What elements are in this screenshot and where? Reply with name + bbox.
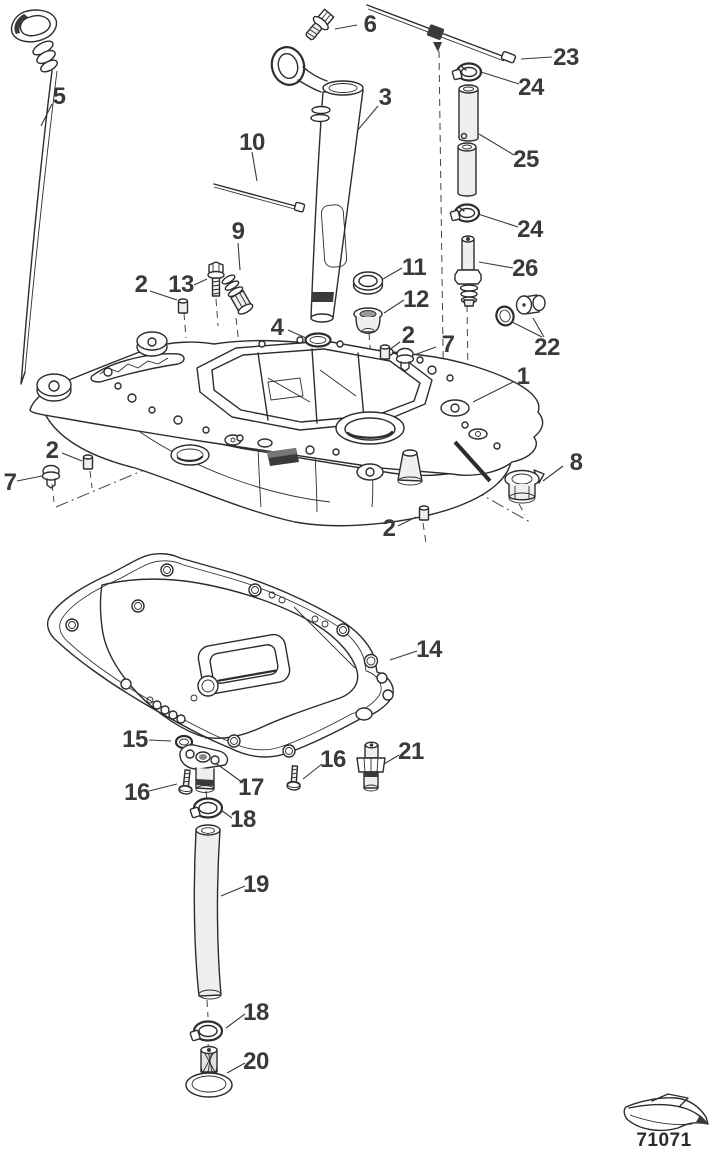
- part-plug-2-c: [82, 454, 94, 470]
- part-fitting-21: [356, 741, 386, 792]
- callout-9: 9: [231, 218, 245, 245]
- part-grommet-12: [353, 307, 383, 334]
- part-fitting-17: [179, 744, 229, 793]
- part-clamp-18-lower: [189, 1020, 224, 1042]
- callout-11: 11: [401, 254, 427, 281]
- part-plug-2-b: [379, 344, 391, 360]
- callout-7-a: 7: [441, 331, 455, 358]
- part-gasket-14: [46, 553, 394, 758]
- callout-14: 14: [416, 636, 442, 663]
- part-hose-clamp-24-upper: [451, 62, 483, 82]
- drawing-number: 71071: [636, 1130, 692, 1151]
- projection-lines: [51, 50, 531, 1053]
- callout-10: 10: [239, 129, 265, 156]
- callout-5: 5: [52, 83, 66, 110]
- part-washer-11: [352, 271, 384, 295]
- leader-lines: [16, 24, 564, 1074]
- callout-24-lower: 24: [517, 216, 543, 243]
- part-hose-25-lower: [457, 142, 477, 197]
- callout-20: 20: [243, 1048, 269, 1075]
- part-bolt-13: [207, 261, 225, 297]
- callout-24-upper: 24: [518, 74, 544, 101]
- callout-7-b: 7: [3, 469, 17, 496]
- callout-26: 26: [512, 255, 538, 282]
- part-adapter-plate: [29, 331, 544, 527]
- callout-2-c: 2: [45, 437, 59, 464]
- part-oring-4: [304, 332, 332, 348]
- part-hose-clamp-24-lower: [449, 203, 481, 223]
- part-screw-16-mid: [286, 765, 301, 791]
- callout-19: 19: [243, 871, 269, 898]
- part-plug-8: [504, 469, 545, 504]
- part-fitting-20: [185, 1045, 233, 1098]
- callout-8: 8: [569, 449, 583, 476]
- callout-2-a: 2: [134, 271, 148, 298]
- callout-22: 22: [534, 334, 560, 361]
- callout-18-b: 18: [243, 999, 269, 1026]
- callout-13: 13: [168, 271, 194, 298]
- callout-3: 3: [378, 84, 392, 111]
- callout-16-a: 16: [124, 779, 150, 806]
- callout-18-a: 18: [230, 806, 256, 833]
- callout-25: 25: [513, 146, 539, 173]
- part-clamp-18-upper: [189, 797, 224, 819]
- part-plug-2-a: [177, 298, 189, 314]
- callout-23: 23: [553, 44, 579, 71]
- part-fitting-9: [221, 274, 254, 315]
- callout-17: 17: [238, 774, 264, 801]
- callout-12: 12: [403, 286, 429, 313]
- part-fitting-26: [454, 235, 482, 307]
- speedboat-icon: [623, 1093, 709, 1132]
- callout-15: 15: [122, 726, 148, 753]
- part-plug-7-b: [41, 464, 61, 489]
- part-hose-25-upper: [458, 84, 479, 142]
- part-screw-16-left: [178, 769, 193, 795]
- part-cable-tie-23: [366, 4, 517, 64]
- callout-16-b: 16: [320, 746, 346, 773]
- part-tube-19: [193, 824, 222, 1000]
- callout-2-d: 2: [382, 515, 396, 542]
- part-dipstick: [10, 9, 58, 385]
- part-bolt-6: [305, 8, 335, 41]
- part-cable-tie-10: [213, 183, 306, 213]
- callout-4: 4: [270, 314, 284, 341]
- callout-6: 6: [363, 11, 377, 38]
- part-plug-22: [515, 294, 546, 315]
- part-plug-2-d: [418, 505, 430, 521]
- callout-21: 21: [398, 738, 424, 765]
- callout-2-b: 2: [401, 322, 415, 349]
- callout-1: 1: [516, 363, 530, 390]
- part-oring-22: [495, 305, 515, 327]
- part-oil-fill-tube: [270, 46, 364, 323]
- part-plug-7-a: [395, 347, 415, 372]
